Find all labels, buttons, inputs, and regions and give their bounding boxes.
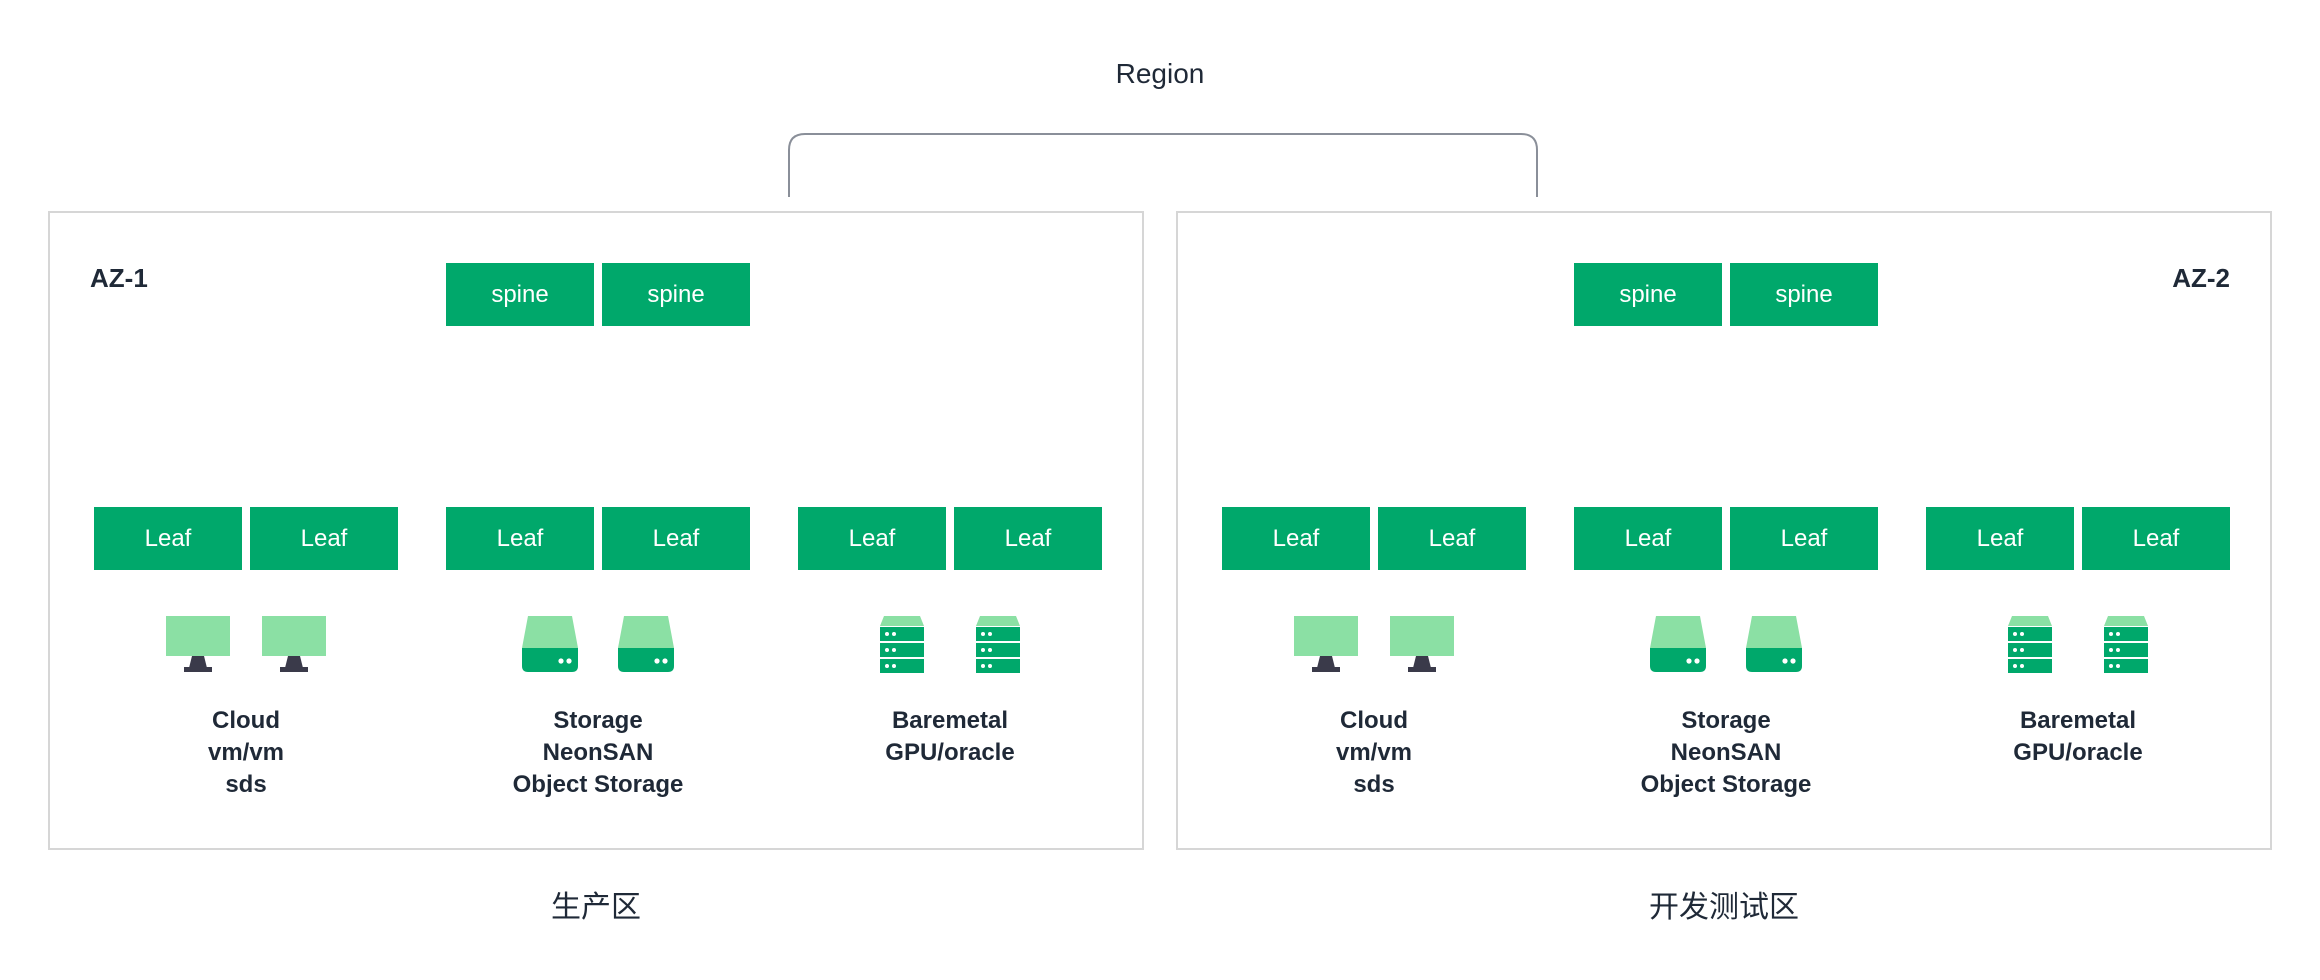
leaf-switch: Leaf <box>954 507 1102 570</box>
caption-line: Storage <box>1681 707 1771 734</box>
leaf-switch: Leaf <box>2082 507 2230 570</box>
leaf-switch: Leaf <box>94 507 242 570</box>
caption-line: NeonSAN <box>542 739 654 766</box>
storage-drive-icon <box>616 616 676 679</box>
leaf-switch: Leaf <box>1730 507 1878 570</box>
leaf-switch: Leaf <box>798 507 946 570</box>
az-label: AZ-2 <box>2172 263 2230 293</box>
caption-line: GPU/oracle <box>2013 739 2143 766</box>
storage-drive-icon <box>1744 616 1804 679</box>
server-rack-icon <box>974 616 1022 679</box>
leaf-switch: Leaf <box>446 507 594 570</box>
caption-line: GPU/oracle <box>885 739 1015 766</box>
caption-line: Cloud <box>212 707 280 734</box>
az-label: AZ-1 <box>90 263 148 293</box>
spine-switch: spine <box>1730 263 1878 326</box>
caption-line: Baremetal <box>891 707 1009 734</box>
leaf-switch: Leaf <box>1926 507 2074 570</box>
region-bracket <box>788 133 1538 197</box>
caption-line: NeonSAN <box>1670 739 1782 766</box>
caption-line: sds <box>1353 771 1395 798</box>
leaf-switch: Leaf <box>250 507 398 570</box>
leaf-switch: Leaf <box>602 507 750 570</box>
region-title: Region <box>1115 58 1205 89</box>
leaf-switch: Leaf <box>1222 507 1370 570</box>
caption-line: Object Storage <box>512 771 684 798</box>
storage-drive-icon <box>520 616 580 679</box>
caption-line: vm/vm <box>1335 739 1413 766</box>
monitor-icon <box>1390 616 1454 677</box>
server-rack-icon <box>878 616 926 679</box>
caption-line: Storage <box>553 707 643 734</box>
monitor-icon <box>1294 616 1358 677</box>
zone-label: 生产区 <box>551 891 641 924</box>
zone-label: 开发测试区 <box>1649 891 1799 924</box>
spine-switch: spine <box>1574 263 1722 326</box>
leaf-switch: Leaf <box>1378 507 1526 570</box>
server-rack-icon <box>2102 616 2150 679</box>
caption-line: Object Storage <box>1640 771 1812 798</box>
caption-line: sds <box>225 771 267 798</box>
spine-switch: spine <box>446 263 594 326</box>
device-group-caption: Cloud vm/vm sds <box>1214 705 1534 801</box>
server-rack-icon <box>2006 616 2054 679</box>
caption-line: Cloud <box>1340 707 1408 734</box>
caption-line: Baremetal <box>2019 707 2137 734</box>
caption-line: vm/vm <box>207 739 285 766</box>
spine-switch: spine <box>602 263 750 326</box>
monitor-icon <box>262 616 326 677</box>
monitor-icon <box>166 616 230 677</box>
leaf-switch: Leaf <box>1574 507 1722 570</box>
storage-drive-icon <box>1648 616 1708 679</box>
device-group-caption: Cloud vm/vm sds <box>86 705 406 801</box>
